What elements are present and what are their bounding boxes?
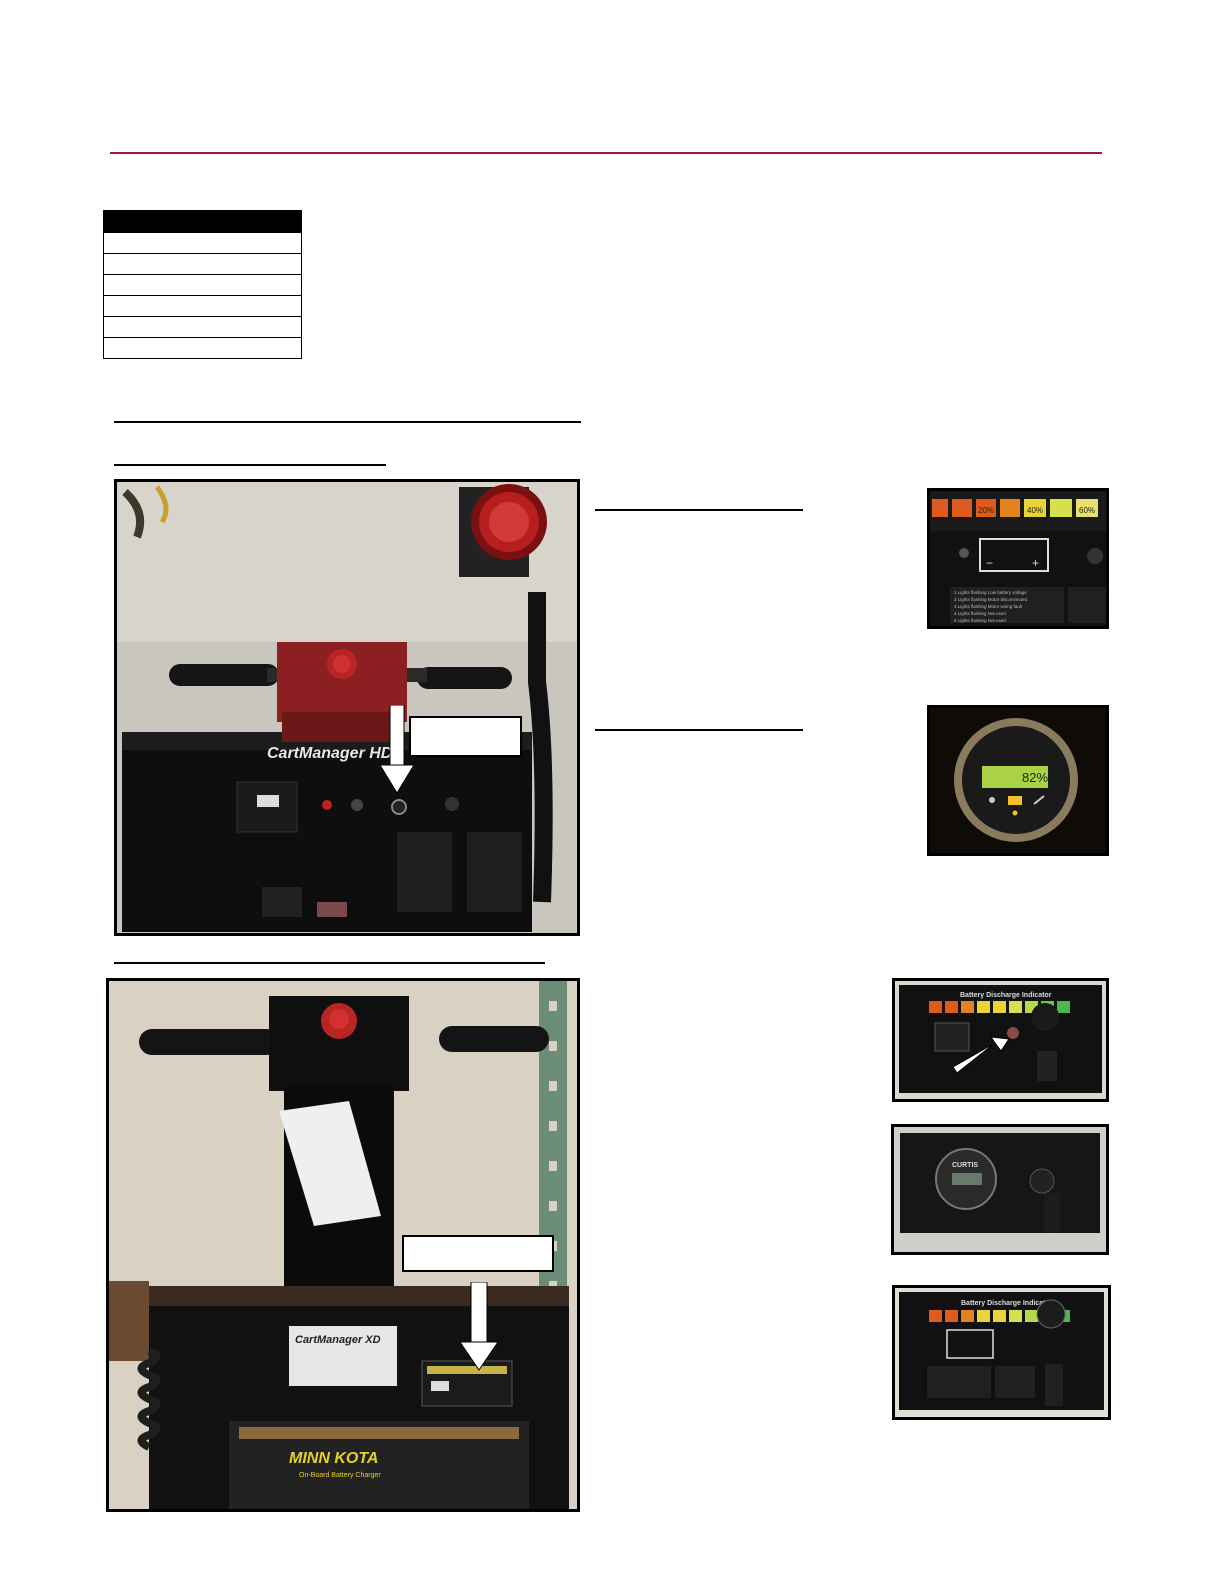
spec-table-row bbox=[103, 232, 302, 254]
spec-table-header-row bbox=[103, 210, 302, 233]
arrow-icon bbox=[952, 1036, 1010, 1074]
battery-plus-icon: + bbox=[1032, 556, 1039, 570]
curtis-brand: CURTIS bbox=[952, 1162, 978, 1169]
bdi-key-panel-photo: Battery Discharge Indicator bbox=[892, 978, 1109, 1102]
spec-table-row bbox=[103, 337, 302, 359]
bdi-key-title: Battery Discharge Indicator bbox=[960, 992, 1052, 999]
section-rule bbox=[114, 962, 545, 964]
gauge-reading: 82% bbox=[1022, 770, 1048, 785]
hd-callout-arrow bbox=[380, 705, 414, 794]
bdi-panel-illustration: 20% 40% 60% − + 1 Lights flashing Low ba… bbox=[930, 491, 1106, 626]
spec-table-row bbox=[103, 295, 302, 317]
subsection-rule bbox=[114, 464, 386, 466]
spec-table-row bbox=[103, 274, 302, 296]
bdi-legend-line: 4 Lights flashing Not used bbox=[954, 611, 1006, 616]
hd-callout-label bbox=[409, 716, 522, 757]
spec-table bbox=[103, 210, 302, 359]
bdi-bottom-panel-illustration: Battery Discharge Indicator bbox=[895, 1288, 1108, 1417]
cartmanager-hd-brand-text: CartManager HD bbox=[267, 745, 393, 762]
bdi-panel-photo: 20% 40% 60% − + 1 Lights flashing Low ba… bbox=[927, 488, 1109, 629]
bdi-bottom-title: Battery Discharge Indicator bbox=[961, 1300, 1053, 1307]
xd-callout-arrow bbox=[460, 1282, 498, 1371]
cartmanager-hd-illustration: CartManager HD bbox=[117, 482, 577, 933]
spec-table-row bbox=[103, 253, 302, 275]
curtis-panel-photo: CURTIS bbox=[891, 1124, 1109, 1255]
bdi-pct-20: 20% bbox=[978, 506, 994, 515]
cartmanager-xd-brand-text: CartManager XD bbox=[295, 1334, 381, 1346]
battery-minus-icon: − bbox=[986, 556, 993, 570]
header-rule bbox=[110, 152, 1102, 154]
bdi-pct-40: 40% bbox=[1027, 506, 1043, 515]
bdi-pct-60: 60% bbox=[1079, 506, 1095, 515]
caption-rule bbox=[595, 509, 803, 511]
section-rule bbox=[114, 421, 581, 423]
bdi-legend-line: 2 Lights flashing Motor disconnected bbox=[954, 597, 1028, 602]
bdi-legend-line: 3 Lights flashing Motor wiring fault bbox=[954, 604, 1023, 609]
spec-table-row bbox=[103, 316, 302, 338]
round-gauge-illustration: 82% bbox=[930, 708, 1106, 853]
bdi-bottom-panel-photo: Battery Discharge Indicator bbox=[892, 1285, 1111, 1420]
cartmanager-hd-photo: CartManager HD bbox=[114, 479, 580, 936]
minn-kota-text: MINN KOTA bbox=[289, 1450, 378, 1467]
charger-subtitle: On-Board Battery Charger bbox=[299, 1472, 381, 1479]
round-gauge-photo: 82% bbox=[927, 705, 1109, 856]
bdi-legend-line: 1 Lights flashing Low battery voltage bbox=[954, 590, 1027, 595]
bdi-key-panel-illustration: Battery Discharge Indicator bbox=[895, 981, 1106, 1099]
bdi-legend: 1 Lights flashing Low battery voltage 2 … bbox=[954, 590, 1028, 623]
bdi-legend-line: 5 Lights flashing Not used bbox=[954, 618, 1006, 623]
xd-callout-label bbox=[402, 1235, 554, 1272]
curtis-panel-illustration: CURTIS bbox=[894, 1127, 1106, 1252]
caption-rule bbox=[595, 729, 803, 731]
